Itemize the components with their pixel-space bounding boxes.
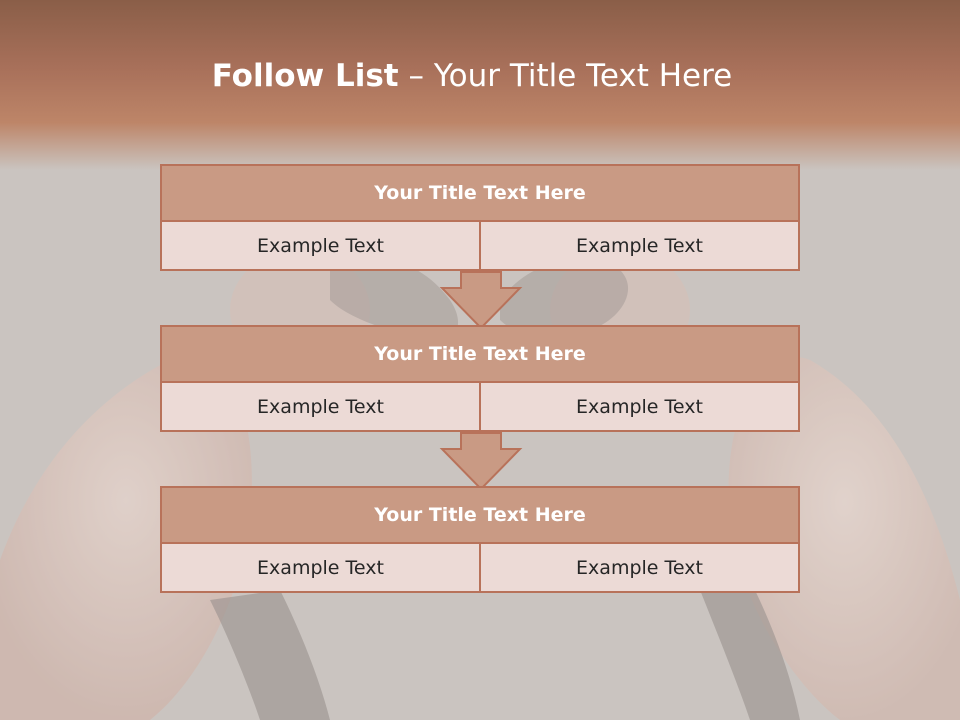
block-title: Your Title Text Here [162,488,798,544]
slide-title-bold: Follow List [211,58,399,94]
slide-title: Follow List – Your Title Text Here [0,56,944,96]
block-row: Example Text Example Text [162,222,798,269]
block-cell-left: Example Text [257,234,384,257]
block-cell-right: Example Text [479,383,798,430]
down-arrow-icon [439,271,523,330]
block-cell-right: Example Text [479,222,798,269]
block-title: Your Title Text Here [162,327,798,383]
slide-title-rest: – Your Title Text Here [398,58,733,94]
block-row: Example Text Example Text [162,544,798,591]
list-block-1: Your Title Text Here Example Text Exampl… [160,164,800,271]
down-arrow-icon [439,432,523,491]
header-band [0,0,960,170]
block-row: Example Text Example Text [162,383,798,430]
list-block-2: Your Title Text Here Example Text Exampl… [160,325,800,432]
block-title: Your Title Text Here [162,166,798,222]
block-cell-left: Example Text [257,556,384,579]
block-cell-right: Example Text [479,544,798,591]
list-block-3: Your Title Text Here Example Text Exampl… [160,486,800,593]
block-cell-left: Example Text [257,395,384,418]
